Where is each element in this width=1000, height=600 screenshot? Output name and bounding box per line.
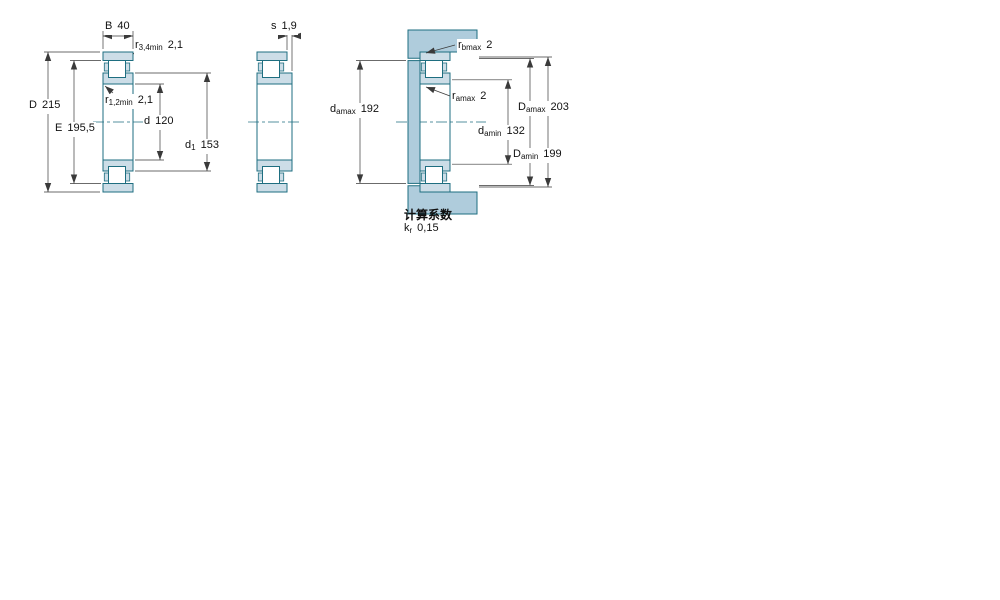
side-section-view xyxy=(248,32,302,193)
dim-subscript: amin xyxy=(484,129,502,138)
dim-symbol: r xyxy=(105,94,109,106)
inner-ring xyxy=(102,159,134,172)
dim-label-rbmax: rbmax 2 xyxy=(457,39,494,54)
dim-label-r12: r1,2min 2,1 xyxy=(104,94,154,109)
cage-bar xyxy=(442,172,448,182)
roller xyxy=(262,166,280,184)
dim-label-d: d 120 xyxy=(143,115,175,130)
dim-symbol: D xyxy=(29,99,37,111)
dim-label-D: D 215 xyxy=(28,99,62,114)
outer-ring xyxy=(102,51,134,61)
dim-value: 199 xyxy=(543,148,562,160)
inner-ring xyxy=(102,72,134,85)
dim-value: 2,1 xyxy=(137,94,153,106)
dim-value: 40 xyxy=(117,20,130,32)
dim-label-r34: r3,4min 2,1 xyxy=(134,39,184,54)
mounting-view xyxy=(396,29,486,215)
cage-bar xyxy=(125,62,131,72)
dim-symbol: D xyxy=(513,148,521,160)
roller xyxy=(108,166,126,184)
inner-ring xyxy=(256,72,293,85)
dim-subscript: amin xyxy=(520,152,539,161)
dim-subscript: amax xyxy=(525,105,546,114)
dim-symbol: D xyxy=(518,101,526,113)
dim-value: 203 xyxy=(550,101,569,113)
dim-label-Damin: Damin 199 xyxy=(512,148,563,163)
dim-value: 132 xyxy=(506,125,525,137)
dim-value: 2,1 xyxy=(167,39,183,51)
calculation-factors-heading: 计算系数 xyxy=(404,208,453,222)
outer-ring xyxy=(256,183,288,193)
dim-value: 153 xyxy=(200,139,219,151)
mounting-dimension-lines xyxy=(356,44,552,188)
cage-bar xyxy=(125,172,131,182)
outer-ring xyxy=(102,183,134,193)
dim-symbol: s xyxy=(271,20,277,32)
dim-subscript: amax xyxy=(455,94,476,103)
roller xyxy=(108,60,126,78)
dim-label-damax: damax 192 xyxy=(329,103,381,118)
cage-bar xyxy=(442,62,448,72)
dim-label-damin: damin 132 xyxy=(477,125,526,140)
cage-bar xyxy=(257,62,263,72)
leader-line-ra xyxy=(425,86,451,97)
roller xyxy=(425,60,443,78)
leader-line-rb xyxy=(425,44,456,54)
dim-label-s: s 1,9 xyxy=(270,20,298,35)
roller xyxy=(425,166,443,184)
dim-value: 192 xyxy=(360,103,380,115)
dim-symbol: d xyxy=(185,139,192,151)
cage-bar xyxy=(279,172,285,182)
dim-subscript: 3,4min xyxy=(138,43,163,52)
dim-label-d1: d1 153 xyxy=(184,139,220,154)
outer-ring xyxy=(419,51,451,61)
dim-symbol: r xyxy=(135,39,139,51)
dim-symbol: d xyxy=(478,125,485,137)
cage-bar xyxy=(420,62,426,72)
dim-subscript: 1 xyxy=(191,143,196,152)
dim-value: 215 xyxy=(41,99,61,111)
outer-ring xyxy=(419,183,451,193)
dim-value: 2 xyxy=(480,90,487,102)
dim-value: 0,15 xyxy=(417,222,439,234)
cage-bar xyxy=(103,172,109,182)
inner-ring xyxy=(256,159,293,172)
dim-subscript: 1,2min xyxy=(108,98,133,107)
factor-label-kr: kr 0,15 xyxy=(403,222,440,237)
shaft-shoulder-section xyxy=(407,60,421,184)
dim-label-ramax: ramax 2 xyxy=(451,90,488,105)
cage-bar xyxy=(103,62,109,72)
dim-value: 195,5 xyxy=(67,122,95,134)
dim-label-Damax: Damax 203 xyxy=(517,101,570,116)
dim-value: 120 xyxy=(155,115,174,127)
inner-ring xyxy=(419,72,451,85)
dim-subscript: bmax xyxy=(461,43,482,52)
dim-symbol: E xyxy=(55,122,63,134)
dim-subscript: r xyxy=(409,226,413,235)
dim-value: 2 xyxy=(486,39,493,51)
inner-ring xyxy=(419,159,451,172)
outer-ring xyxy=(256,51,288,61)
dim-label-B: B 40 xyxy=(104,20,131,35)
dim-subscript: amax xyxy=(336,107,356,116)
dim-symbol: k xyxy=(404,222,410,234)
cage-bar xyxy=(420,172,426,182)
leader-line-r12 xyxy=(104,85,114,95)
dim-label-E: E 195,5 xyxy=(54,122,96,137)
dim-symbol: r xyxy=(458,39,462,51)
dim-symbol: d xyxy=(144,115,151,127)
dim-symbol: B xyxy=(105,20,113,32)
dim-symbol: d xyxy=(330,103,337,115)
cage-bar xyxy=(279,62,285,72)
dim-value: 1,9 xyxy=(281,20,297,32)
dim-symbol: r xyxy=(452,90,456,102)
cage-bar xyxy=(257,172,263,182)
roller xyxy=(262,60,280,78)
